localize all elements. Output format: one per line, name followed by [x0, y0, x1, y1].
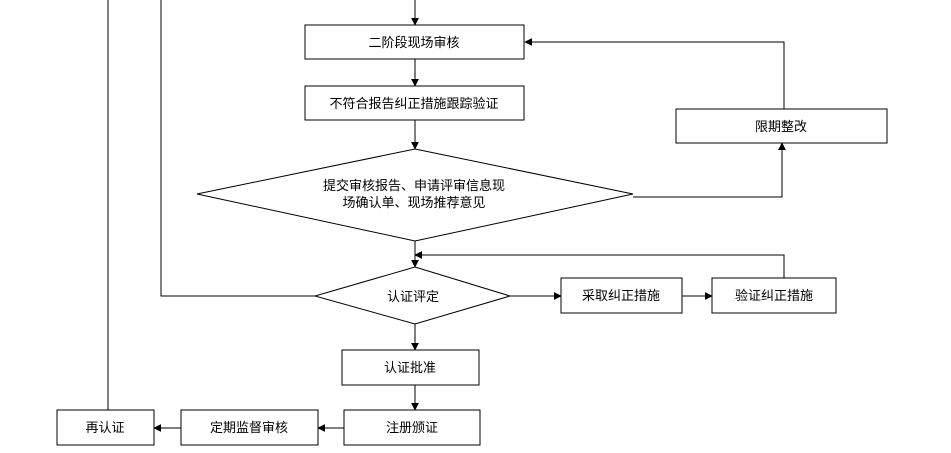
node-verify-action-label: 验证纠正措施: [735, 288, 813, 304]
edge-rectify-to-stage2: [524, 38, 785, 109]
node-register: 注册颁证: [343, 409, 481, 446]
edge-submit-to-rectify: [633, 142, 786, 198]
node-rectify: 限期整改: [675, 108, 888, 144]
node-cert-review-decision: 认证评定: [313, 266, 512, 325]
node-rectify-label: 限期整改: [755, 120, 807, 135]
node-surveillance: 定期监督审核: [180, 409, 319, 446]
node-nc-followup-label: 不符合报告纠正措施跟踪验证: [329, 96, 498, 112]
edge-review-loop-back: [160, 0, 315, 297]
connectors: [107, 0, 786, 432]
node-register-label: 注册颁证: [386, 421, 438, 436]
node-surveillance-label: 定期监督审核: [210, 421, 288, 436]
node-submit-label-line1: 提交审核报告、申请评审信息现: [323, 178, 505, 194]
node-nc-followup: 不符合报告纠正措施跟踪验证: [304, 85, 525, 121]
node-submit-label-line2: 场确认单、现场推荐意见: [342, 195, 485, 211]
node-take-action: 采取纠正措施: [560, 277, 683, 314]
node-cert-approve: 认证批准: [341, 349, 480, 386]
node-cert-approve-label: 认证批准: [384, 361, 436, 376]
node-stage2-audit-label: 二阶段现场审核: [368, 36, 459, 51]
node-verify-action: 验证纠正措施: [711, 277, 837, 314]
node-recert: 再认证: [56, 409, 155, 446]
node-submit-decision: 提交审核报告、申请评审信息现 场确认单、现场推荐意见: [196, 148, 634, 242]
node-stage2-audit: 二阶段现场审核: [304, 24, 525, 60]
node-recert-label: 再认证: [85, 421, 124, 436]
edge-verify-back-to-review: [414, 251, 785, 278]
node-cert-review-label: 认证评定: [387, 290, 439, 305]
node-take-action-label: 采取纠正措施: [582, 289, 660, 304]
